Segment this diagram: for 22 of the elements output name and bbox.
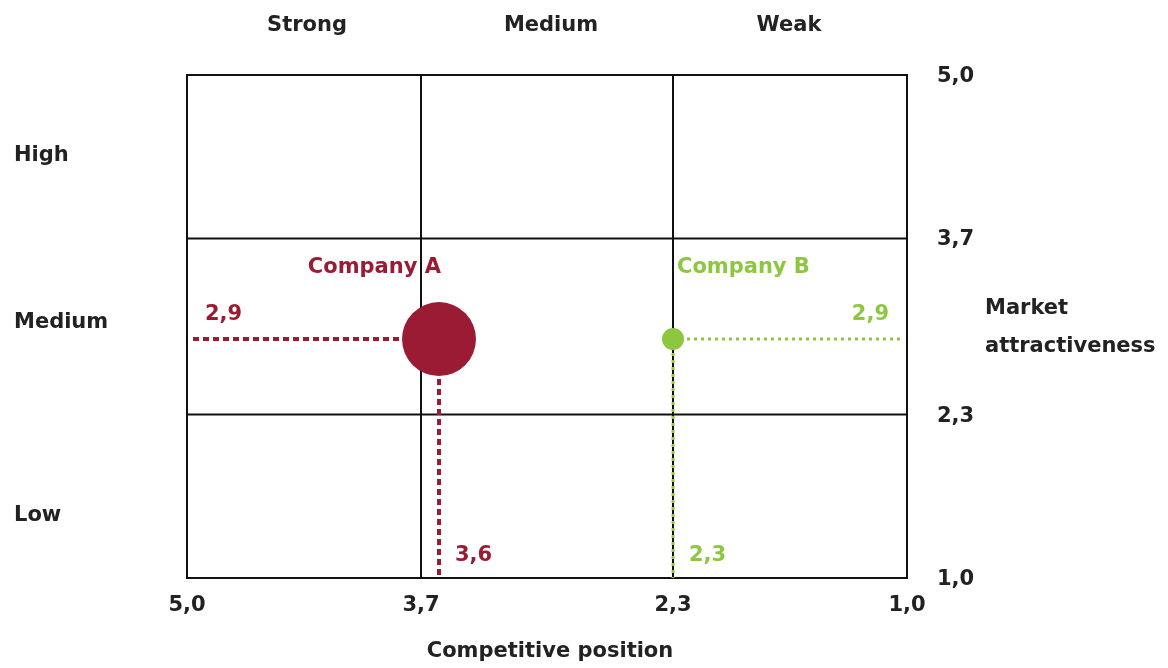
value-label: 2,3	[689, 542, 727, 566]
y-tick-label: 3,7	[937, 226, 975, 251]
series-label: Company B	[677, 254, 810, 278]
row-header: Medium	[14, 309, 109, 333]
row-header: High	[14, 142, 69, 166]
y-axis-title: Market attractiveness	[985, 294, 1157, 359]
x-tick-label: 3,7	[402, 592, 440, 616]
value-label: 2,9	[851, 301, 889, 326]
row-header: Low	[14, 502, 62, 526]
column-header: Strong	[267, 12, 347, 36]
y-tick-label: 5,0	[937, 63, 975, 87]
value-label: 3,6	[455, 542, 493, 566]
y-tick-label: 1,0	[937, 566, 975, 590]
column-header: Medium	[503, 12, 599, 36]
value-label: 2,9	[205, 301, 243, 326]
column-header: Weak	[756, 12, 822, 36]
x-axis-title: Competitive position	[426, 638, 674, 662]
y-tick-label: 2,3	[937, 402, 975, 427]
x-tick-label: 1,0	[888, 592, 926, 616]
x-tick-label: 5,0	[168, 592, 206, 616]
series-label: Company A	[307, 254, 441, 278]
x-tick-label: 2,3	[654, 592, 692, 616]
